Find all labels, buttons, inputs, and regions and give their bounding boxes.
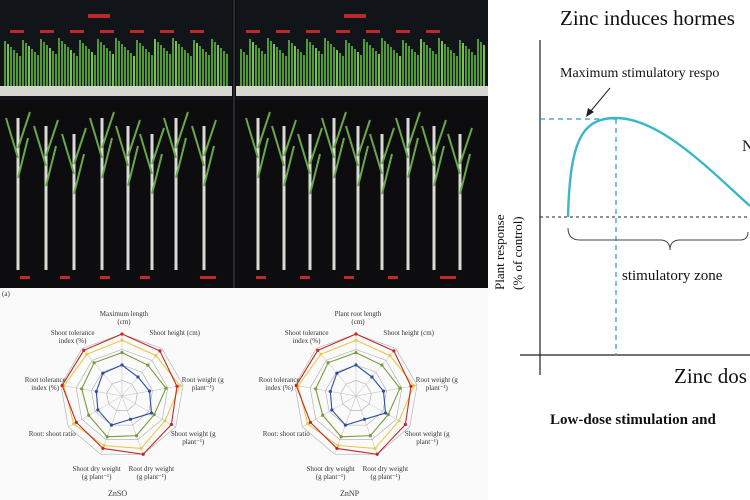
radar-left-axis-label: Shoot height (cm) — [149, 328, 200, 337]
seedling-photo-panel — [0, 0, 488, 288]
stimulatory-zone-label: stimulatory zone — [622, 268, 723, 284]
panel-label-a: (a) — [2, 290, 10, 298]
radar-right-caption: ZnNP — [340, 489, 360, 498]
radar-left-caption: ZnSO — [108, 489, 128, 498]
radar-right-axis-label: Root dry weight (g plant⁻¹) — [362, 465, 409, 482]
hormesis-caption: Low-dose stimulation and — [550, 412, 716, 428]
radar-series-0 — [63, 339, 181, 450]
radar-right-axis-label: Shoot weight (g plant⁻¹) — [404, 430, 450, 446]
max-response-annotation: Maximum stimulatory respo — [560, 66, 720, 81]
radar-left-axis-label: Root: shoot ratio — [28, 430, 76, 438]
hormesis-curve — [566, 116, 750, 218]
radar-left-axis-label: Shoot weight (g plant⁻¹) — [170, 430, 216, 446]
radar-right-axis-label: Shoot height (cm) — [383, 328, 434, 337]
radar-left-axis-label: Shoot tolerance index (%) — [50, 328, 95, 345]
annotation-arrow — [589, 87, 611, 113]
stimulatory-brace — [567, 227, 749, 251]
radar-chart-znnp — [294, 332, 418, 456]
radar-series-2 — [95, 364, 153, 426]
radar-right-axis-label: Root tolerance index (%) — [258, 376, 300, 393]
radar-left-axis-label: Root tolerance index (%) — [24, 376, 66, 393]
radar-chart-znso — [60, 332, 184, 456]
radar-series-3 — [315, 352, 401, 438]
seedling-photo — [0, 0, 488, 288]
radar-series-2 — [329, 364, 387, 426]
radar-left-axis-label: Maximum length (cm) — [99, 310, 149, 326]
radar-right-axis-label: Shoot dry weight (g plant⁻¹) — [306, 465, 355, 482]
radar-series-0 — [297, 339, 415, 450]
y-axis-label-2: (% of control) — [510, 216, 525, 290]
right-edge-letter: N — [742, 138, 750, 155]
radar-left-axis-label: Root dry weight (g plant⁻¹) — [128, 465, 175, 482]
radar-charts-panel: (a) Maximum length (cm)Shoot height (cm)… — [0, 288, 488, 500]
radar-left-axis-label: Shoot dry weight (g plant⁻¹) — [72, 465, 121, 482]
y-axis-label-1: Plant response — [492, 214, 507, 290]
radar-series-1 — [295, 333, 412, 455]
radar-charts — [60, 332, 418, 456]
radar-right-axis-label: Shoot tolerance index (%) — [284, 328, 329, 345]
radar-series-1 — [61, 333, 178, 455]
hormesis-plot — [520, 40, 750, 375]
radar-right-axis-label: Root weight (g plant⁻¹) — [415, 376, 458, 393]
radar-right-axis-label: Root: shoot ratio — [262, 430, 310, 438]
radar-left-axis-label: Root weight (g plant⁻¹) — [181, 376, 224, 393]
x-axis-label: Zinc dos — [674, 364, 747, 388]
hormesis-title: Zinc induces hormes — [560, 6, 735, 30]
radar-right-axis-label: Plant root length (cm) — [334, 310, 382, 326]
hormesis-diagram: Zinc induces hormes Maximum stimulatory … — [490, 0, 750, 500]
radar-series-3 — [81, 352, 167, 438]
